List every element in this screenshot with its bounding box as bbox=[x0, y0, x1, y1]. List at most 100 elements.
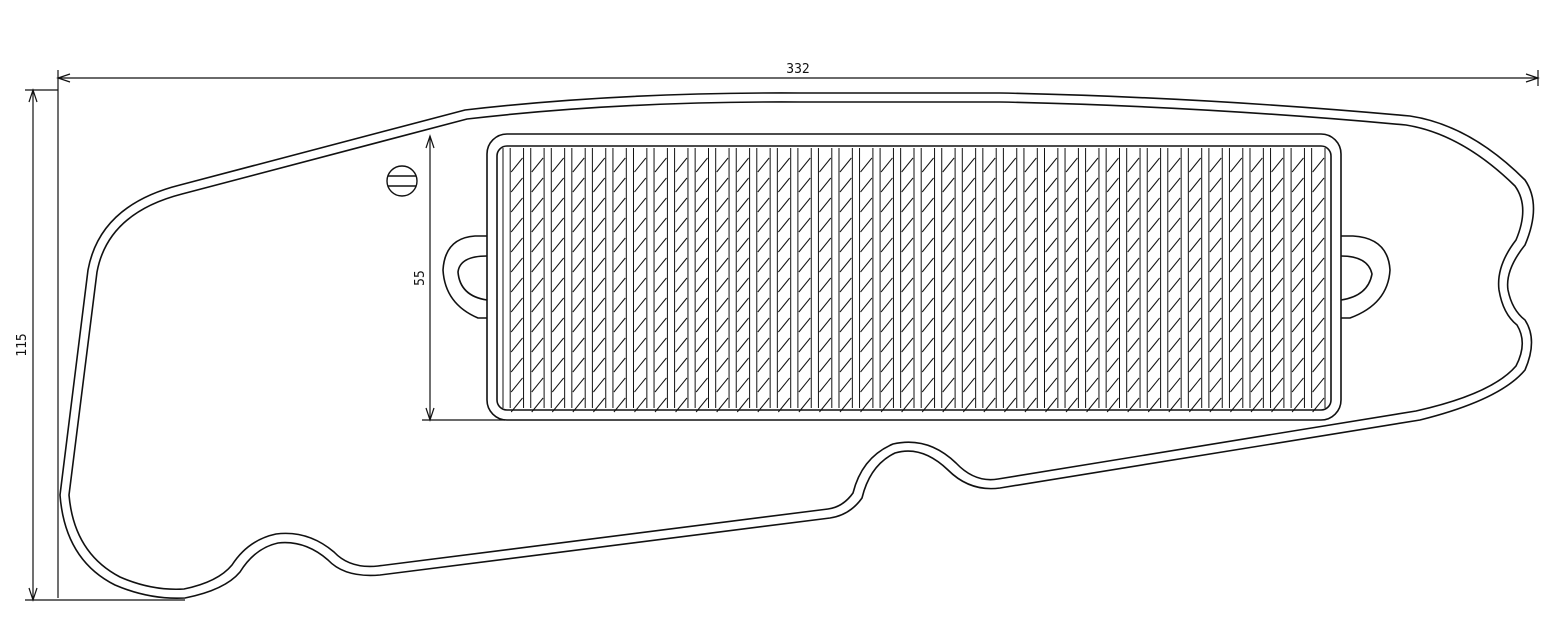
pleat-hatch bbox=[551, 397, 565, 413]
pleat-hatch bbox=[716, 197, 729, 213]
pleat-hatch bbox=[1024, 157, 1037, 173]
pleat-hatch bbox=[901, 317, 914, 333]
pleat-hatch bbox=[551, 317, 565, 333]
pleat-hatch bbox=[510, 397, 523, 413]
pleat-hatch bbox=[942, 317, 955, 333]
pleat-hatch bbox=[1271, 397, 1284, 413]
pleat-hatch bbox=[716, 357, 729, 373]
pleat-hatch bbox=[1147, 317, 1160, 333]
pleat-hatch bbox=[1004, 377, 1017, 393]
pleat-hatch bbox=[634, 277, 647, 293]
pleat-hatch bbox=[695, 197, 708, 213]
pleat-hatch bbox=[613, 357, 626, 373]
pleat-hatch bbox=[613, 337, 626, 353]
pleat-hatch bbox=[819, 317, 832, 333]
pleat-hatch bbox=[942, 177, 955, 193]
pleat-hatch bbox=[593, 217, 606, 233]
pleat-hatch bbox=[983, 297, 996, 313]
pleat-hatch bbox=[695, 357, 708, 373]
pleat-hatch bbox=[1168, 377, 1181, 393]
pleat-hatch bbox=[1312, 357, 1325, 373]
pleat-hatch bbox=[1312, 377, 1325, 393]
pleat-hatch bbox=[1086, 337, 1099, 353]
pleat-hatch bbox=[901, 297, 914, 313]
pleat-hatch bbox=[593, 297, 606, 313]
pleat-hatch bbox=[1271, 297, 1284, 313]
pleat-hatch bbox=[1291, 277, 1304, 293]
pleat-hatch bbox=[921, 377, 934, 393]
pleat-hatch bbox=[1106, 297, 1119, 313]
pleat-hatch bbox=[777, 277, 791, 293]
pleat-hatch bbox=[1106, 377, 1119, 393]
pleat-hatch bbox=[695, 237, 708, 253]
pleat-hatch bbox=[736, 397, 749, 413]
pleat-hatch bbox=[1024, 237, 1037, 253]
pleat-hatch bbox=[634, 157, 647, 173]
pleat-hatch bbox=[1209, 177, 1222, 193]
housing-outline bbox=[59, 92, 1535, 600]
pleat-hatch bbox=[654, 197, 667, 213]
pleat-hatch bbox=[1065, 377, 1078, 393]
pleat-hatch bbox=[1004, 297, 1017, 313]
pleat-hatch bbox=[1127, 157, 1140, 173]
pleat-hatch bbox=[572, 177, 585, 193]
pleat-hatch bbox=[1086, 217, 1099, 233]
pleat-hatch bbox=[1086, 197, 1099, 213]
pleat-hatch bbox=[1024, 337, 1037, 353]
pleat-hatch bbox=[1250, 197, 1263, 213]
pleat-hatch bbox=[1065, 217, 1078, 233]
pleat-hatch bbox=[1230, 297, 1243, 313]
pleat-hatch bbox=[1250, 397, 1263, 413]
pleat-hatch bbox=[531, 177, 544, 193]
pleat-hatch bbox=[1230, 277, 1243, 293]
pleat-hatch bbox=[1065, 157, 1078, 173]
pleat-hatch bbox=[1312, 317, 1325, 333]
pleat-hatch bbox=[736, 217, 749, 233]
pleat-hatch bbox=[695, 337, 708, 353]
pleat-hatch bbox=[654, 317, 667, 333]
pleat-hatch bbox=[510, 337, 523, 353]
pleat-hatch bbox=[942, 297, 955, 313]
pleat-hatch bbox=[860, 277, 873, 293]
pleat-hatch bbox=[942, 217, 955, 233]
pleat-hatch bbox=[901, 237, 914, 253]
pleat-hatch bbox=[1147, 237, 1160, 253]
pleat-hatch bbox=[1250, 377, 1263, 393]
pleat-hatch bbox=[1230, 217, 1243, 233]
pleat-hatch bbox=[921, 257, 934, 273]
pleat-hatch bbox=[1250, 277, 1263, 293]
pleat-hatch bbox=[572, 277, 585, 293]
pleat-hatch bbox=[1024, 177, 1037, 193]
pleat-hatch bbox=[1291, 397, 1304, 413]
pleat-hatch bbox=[1312, 197, 1325, 213]
pleat-hatch bbox=[901, 357, 914, 373]
pleat-hatch bbox=[839, 237, 852, 253]
pleat-hatch bbox=[839, 177, 852, 193]
pleat-hatch bbox=[1127, 257, 1140, 273]
pleat-hatch bbox=[1209, 357, 1222, 373]
pleat-hatch bbox=[1065, 277, 1078, 293]
pleat-hatch bbox=[1312, 297, 1325, 313]
pleat-hatch bbox=[634, 317, 647, 333]
pleat-hatch bbox=[1065, 357, 1078, 373]
pleat-hatch bbox=[1086, 277, 1099, 293]
pleat-hatch bbox=[942, 397, 955, 413]
pleat-hatch bbox=[736, 157, 749, 173]
pleat-hatch bbox=[1024, 257, 1037, 273]
pleat-hatch bbox=[1127, 237, 1140, 253]
pleat-hatch bbox=[819, 337, 832, 353]
pleat-hatch bbox=[1271, 217, 1284, 233]
pleat-hatch bbox=[675, 317, 688, 333]
pleat-hatch bbox=[1271, 337, 1284, 353]
pleat-hatch bbox=[1209, 157, 1222, 173]
pleat-hatch bbox=[1004, 337, 1017, 353]
pleat-hatch bbox=[983, 317, 996, 333]
pleat-hatch bbox=[901, 377, 914, 393]
pleat-hatch bbox=[1188, 157, 1202, 173]
pleat-hatch bbox=[1312, 237, 1325, 253]
pleat-hatch bbox=[777, 237, 791, 253]
pleat-hatch bbox=[1045, 217, 1058, 233]
pleat-hatch bbox=[654, 257, 667, 273]
pleat-hatch bbox=[901, 217, 914, 233]
